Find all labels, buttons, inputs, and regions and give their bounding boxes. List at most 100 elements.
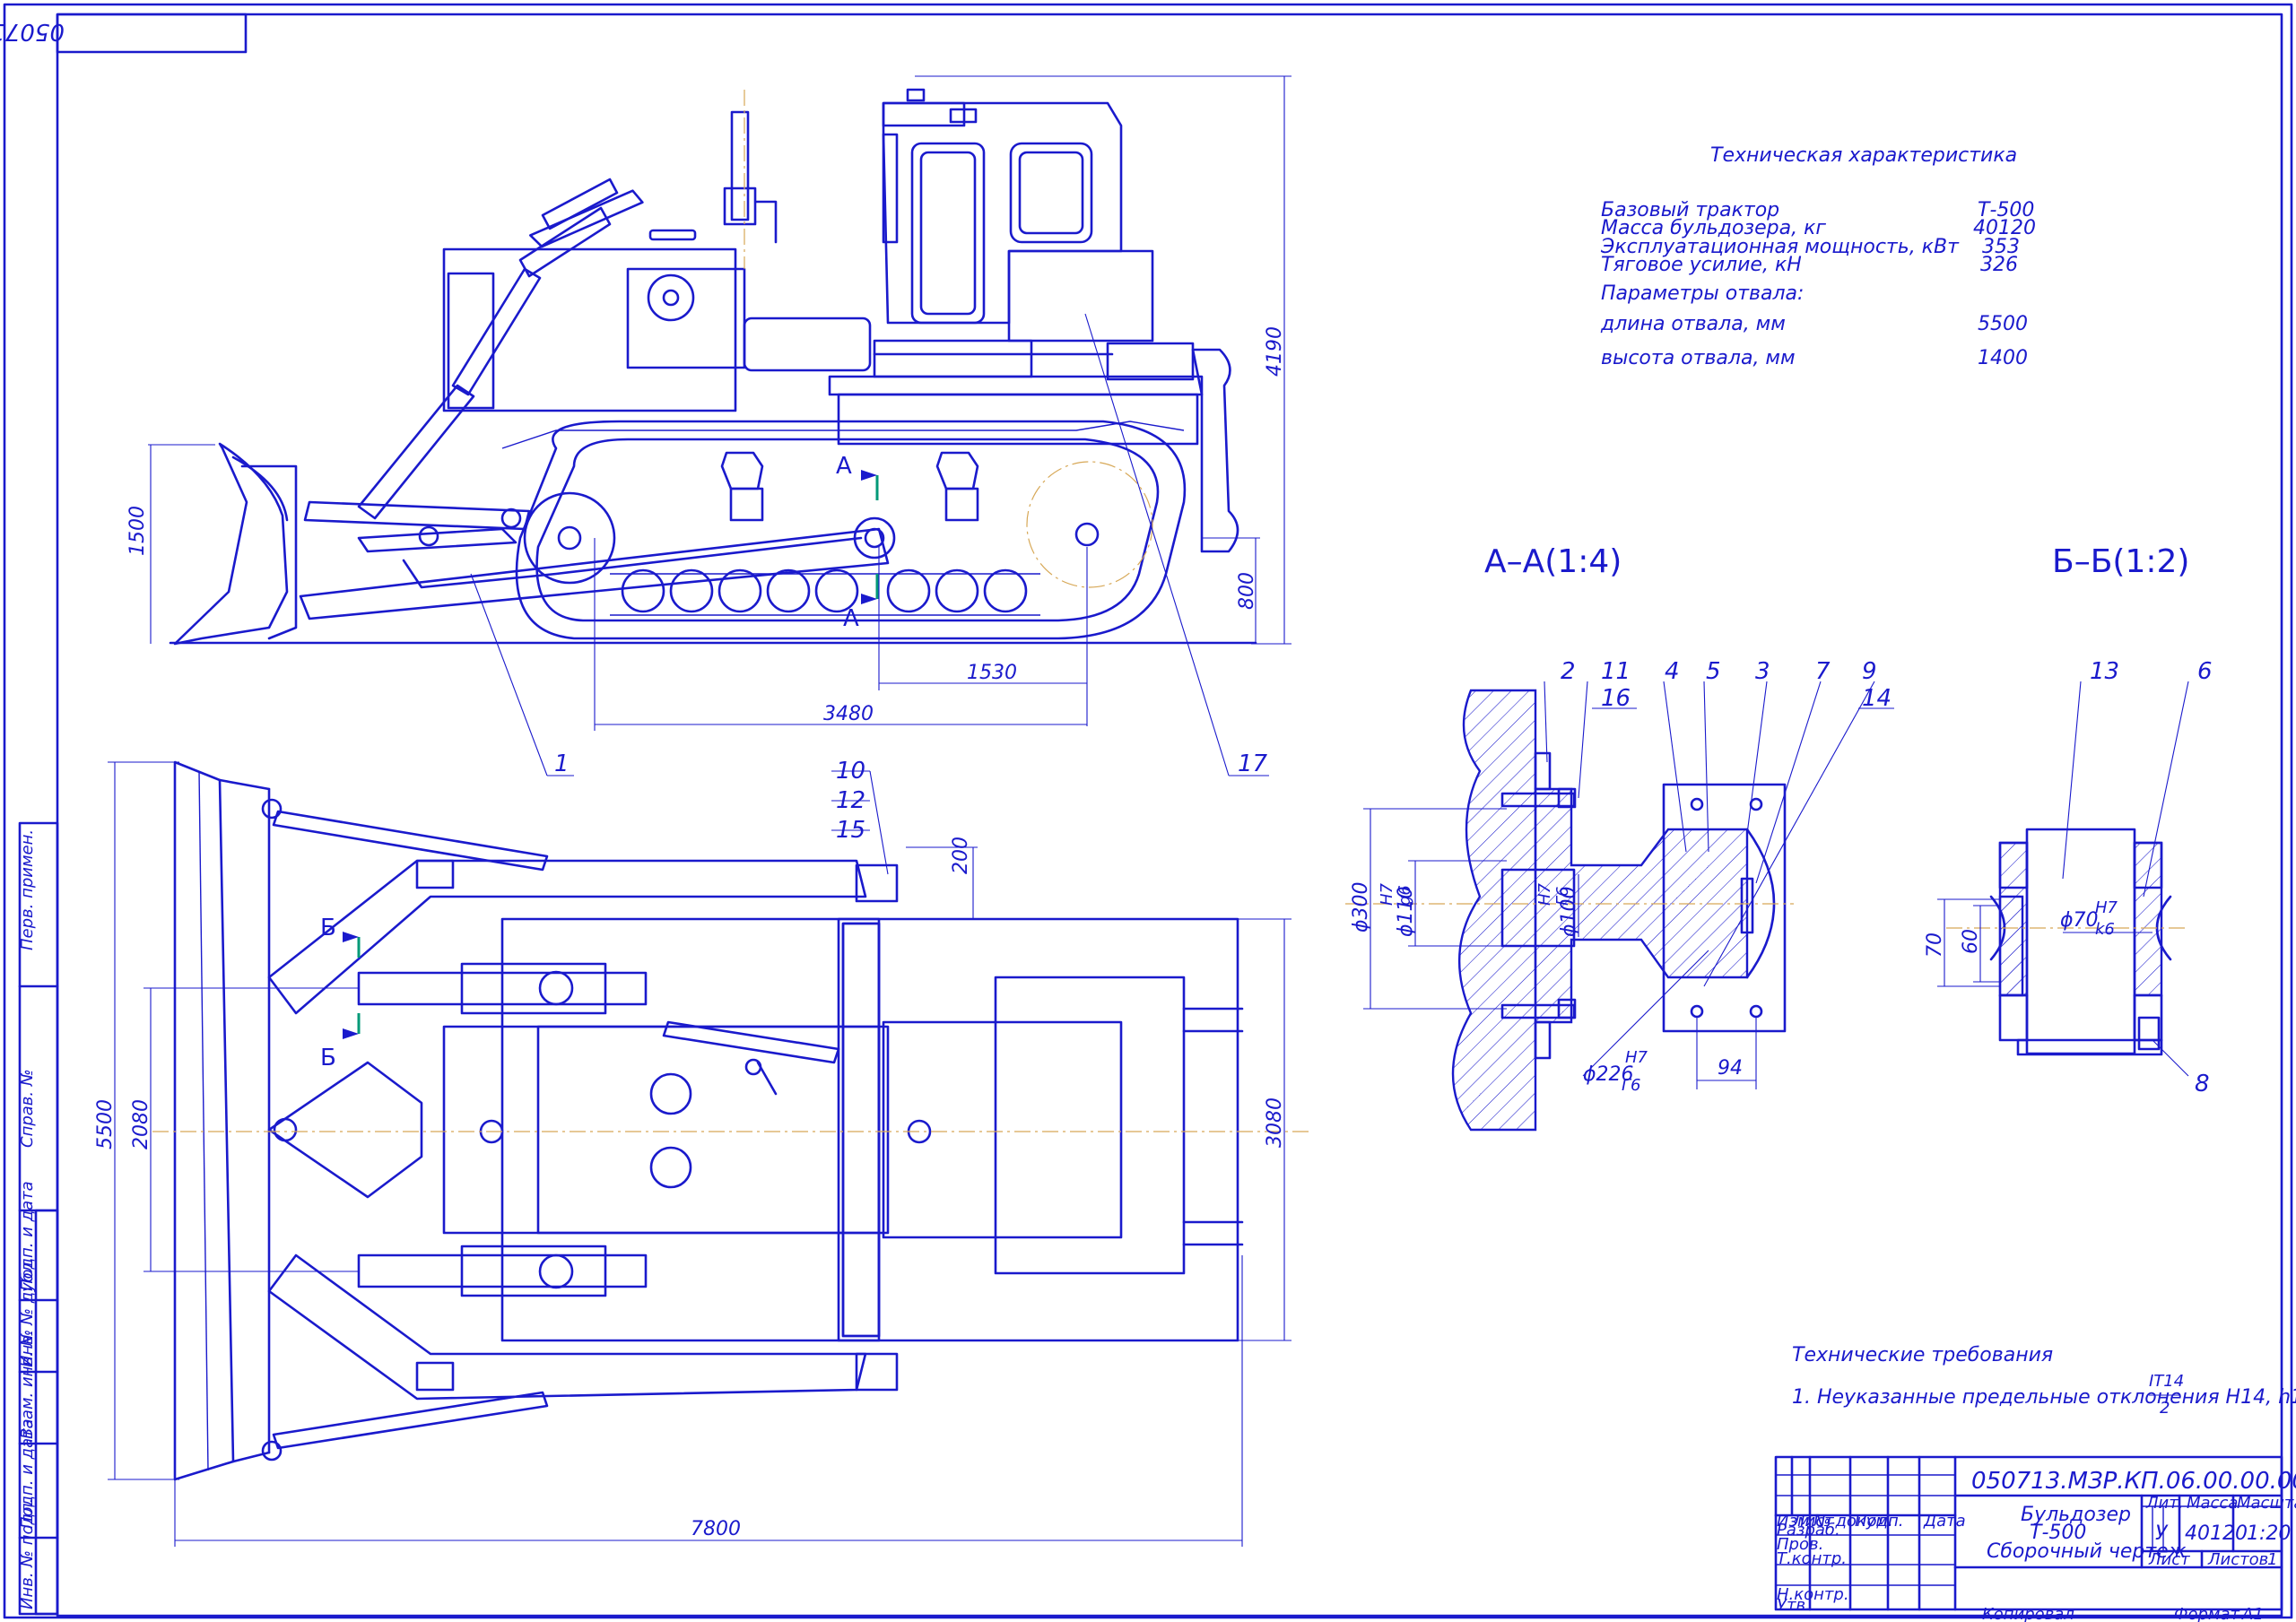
section-b-b: Б–Б(1:2) 70 60 ϕ70 H7 k6 13 6 8 — [1924, 543, 2213, 1097]
dim-fit: Г6 — [1622, 1076, 1640, 1095]
tech-char-value: 5500 — [1978, 313, 2028, 335]
dim-fit: g6 — [1396, 885, 1414, 906]
strip-label: Подп. и дата — [18, 1181, 37, 1291]
callout-13: 13 — [2090, 658, 2119, 685]
strip-label: Инв. № подл. — [18, 1498, 37, 1609]
title-block: 050713.МЗР.КП.06.00.00.000 СБ Бульдозер … — [1774, 1455, 2296, 1622]
tech-req-frac-num: IT14 — [2149, 1372, 2184, 1391]
pin — [2025, 828, 2136, 1055]
plan-view: Б Б 5500 2080 3080 7800 200 10 12 15 — [94, 758, 1309, 1547]
sheet-label: Лист — [2148, 1550, 2190, 1569]
cut-label-a: А — [836, 453, 852, 480]
road-wheel — [983, 568, 1028, 613]
callout-14: 14 — [1862, 685, 1892, 712]
tilt-cylinder — [272, 1391, 549, 1450]
section-a-a: А–А(1:4) ϕ300 ϕ110 H7 g6 ϕ100 H7 Г6 ϕ2 — [1345, 543, 1894, 1132]
dim-3480: 3480 — [823, 703, 874, 725]
tech-char-label: длина отвала, мм — [1600, 313, 1786, 335]
tech-req-item: 1. Неуказанные предельные отклонения Н14… — [1792, 1386, 2296, 1409]
sheet-frame: 050713.МЗР.КП.06.00.00.000 СБ — [0, 3, 2293, 1619]
tilt-cylinder — [272, 810, 549, 872]
strip-label: Взам. инв. № — [18, 1330, 37, 1439]
lit-value: У — [2155, 1522, 2169, 1545]
road-wheel — [669, 568, 714, 613]
sheets-value: 1 — [2267, 1550, 2277, 1569]
side-strip: Перв. примен. Справ. № Подп. и дата Инв.… — [18, 821, 59, 1616]
tech-char-label: Базовый трактор — [1601, 199, 1779, 221]
role-cell: Н.контр. — [1777, 1585, 1849, 1604]
dim-fit: H7 — [1625, 1048, 1648, 1067]
idler-wheel — [523, 491, 616, 585]
header-cell: № докум. — [1813, 1512, 1893, 1531]
tech-char-label: Эксплуатационная мощность, кВт — [1600, 236, 1960, 258]
rear-hitch — [1191, 348, 1239, 553]
tech-characteristics: Техническая характеристика Базовый тракт… — [1600, 144, 2036, 369]
tech-char-value: 1400 — [1978, 347, 2028, 369]
stamp-top-text: 050713.МЗР.КП.06.00.00.000 СБ — [0, 18, 65, 45]
callout-16: 16 — [1601, 685, 1631, 712]
title-name: Т-500 — [2030, 1522, 2086, 1544]
tech-char-title: Техническая характеристика — [1710, 144, 2017, 167]
role-cell: Т.контр. — [1777, 1549, 1847, 1568]
dim-1530: 1530 — [967, 662, 1017, 684]
callout-1: 1 — [554, 750, 570, 777]
dim-fit: Г6 — [1553, 887, 1572, 906]
cab-window — [1009, 142, 1093, 244]
callout-3: 3 — [1755, 658, 1770, 685]
callout-6: 6 — [2197, 658, 2213, 685]
copied-label: Копировал — [1982, 1605, 2074, 1622]
callout-9: 9 — [1862, 658, 1877, 685]
header-cell: Изм — [1777, 1512, 1810, 1531]
callout-11: 11 — [1601, 658, 1631, 685]
road-wheel — [935, 568, 979, 613]
strip-label: Инв. № дубл. — [18, 1257, 37, 1367]
col-scale: Масштаб — [2237, 1494, 2296, 1513]
strip-label: Перв. примен. — [18, 829, 37, 950]
dim-2080: 2080 — [130, 1099, 152, 1149]
dim-phi70: ϕ70 — [2060, 909, 2099, 932]
bearing-housing — [1662, 783, 1787, 1033]
header-cell: Дата — [1923, 1512, 1966, 1531]
frame-wall-section — [1451, 689, 1537, 1132]
dim-phi226: ϕ226 — [1583, 1063, 1634, 1086]
dim-800: 800 — [1236, 572, 1258, 610]
rear-housing — [1007, 249, 1154, 343]
exhaust-pipe — [730, 110, 750, 221]
format-label: Формат — [2174, 1605, 2240, 1622]
dim-7800: 7800 — [691, 1518, 741, 1540]
role-cell: Пров. — [1777, 1535, 1823, 1554]
dim-fit: H7 — [2095, 898, 2118, 917]
callout-10: 10 — [836, 758, 865, 785]
dim-phi300: ϕ300 — [1350, 881, 1372, 932]
lift-cylinder — [518, 206, 612, 278]
tech-req-title: Технические требования — [1792, 1344, 2053, 1366]
tech-char-label: Параметры отвала: — [1601, 282, 1804, 305]
dim-70: 70 — [1924, 932, 1946, 958]
tech-char-label: Тяговое усилие, кН — [1601, 254, 1802, 276]
dim-4190: 4190 — [1264, 326, 1286, 377]
engine-hood — [442, 247, 737, 412]
sheets-label: Листов — [2207, 1550, 2268, 1569]
role-cell: Разраб. — [1777, 1521, 1840, 1540]
section-a-title: А–А(1:4) — [1484, 543, 1622, 580]
cut-label-b: Б — [320, 1045, 336, 1071]
dim-phi100: ϕ100 — [1558, 886, 1580, 937]
dim-1500: 1500 — [126, 506, 149, 556]
dim-fit: H7 — [1535, 882, 1554, 906]
callout-15: 15 — [836, 817, 865, 844]
blade — [173, 442, 289, 646]
tech-char-value: 40120 — [1973, 217, 2036, 239]
callout-7: 7 — [1815, 658, 1831, 685]
cut-label-a: А — [843, 605, 859, 632]
callout-12: 12 — [836, 787, 865, 814]
col-lit: Лит. — [2145, 1494, 2183, 1513]
side-view: А А 4190 800 1500 1530 3480 1 17 — [126, 75, 1292, 777]
header-cell: Лист — [1792, 1512, 1834, 1531]
tech-char-value: 326 — [1980, 254, 2018, 276]
cab-door-window — [910, 142, 986, 325]
callout-2: 2 — [1561, 658, 1576, 685]
cab-plan — [882, 1020, 1123, 1239]
section-b-title: Б–Б(1:2) — [2052, 543, 2189, 580]
cut-label-b: Б — [320, 915, 336, 941]
